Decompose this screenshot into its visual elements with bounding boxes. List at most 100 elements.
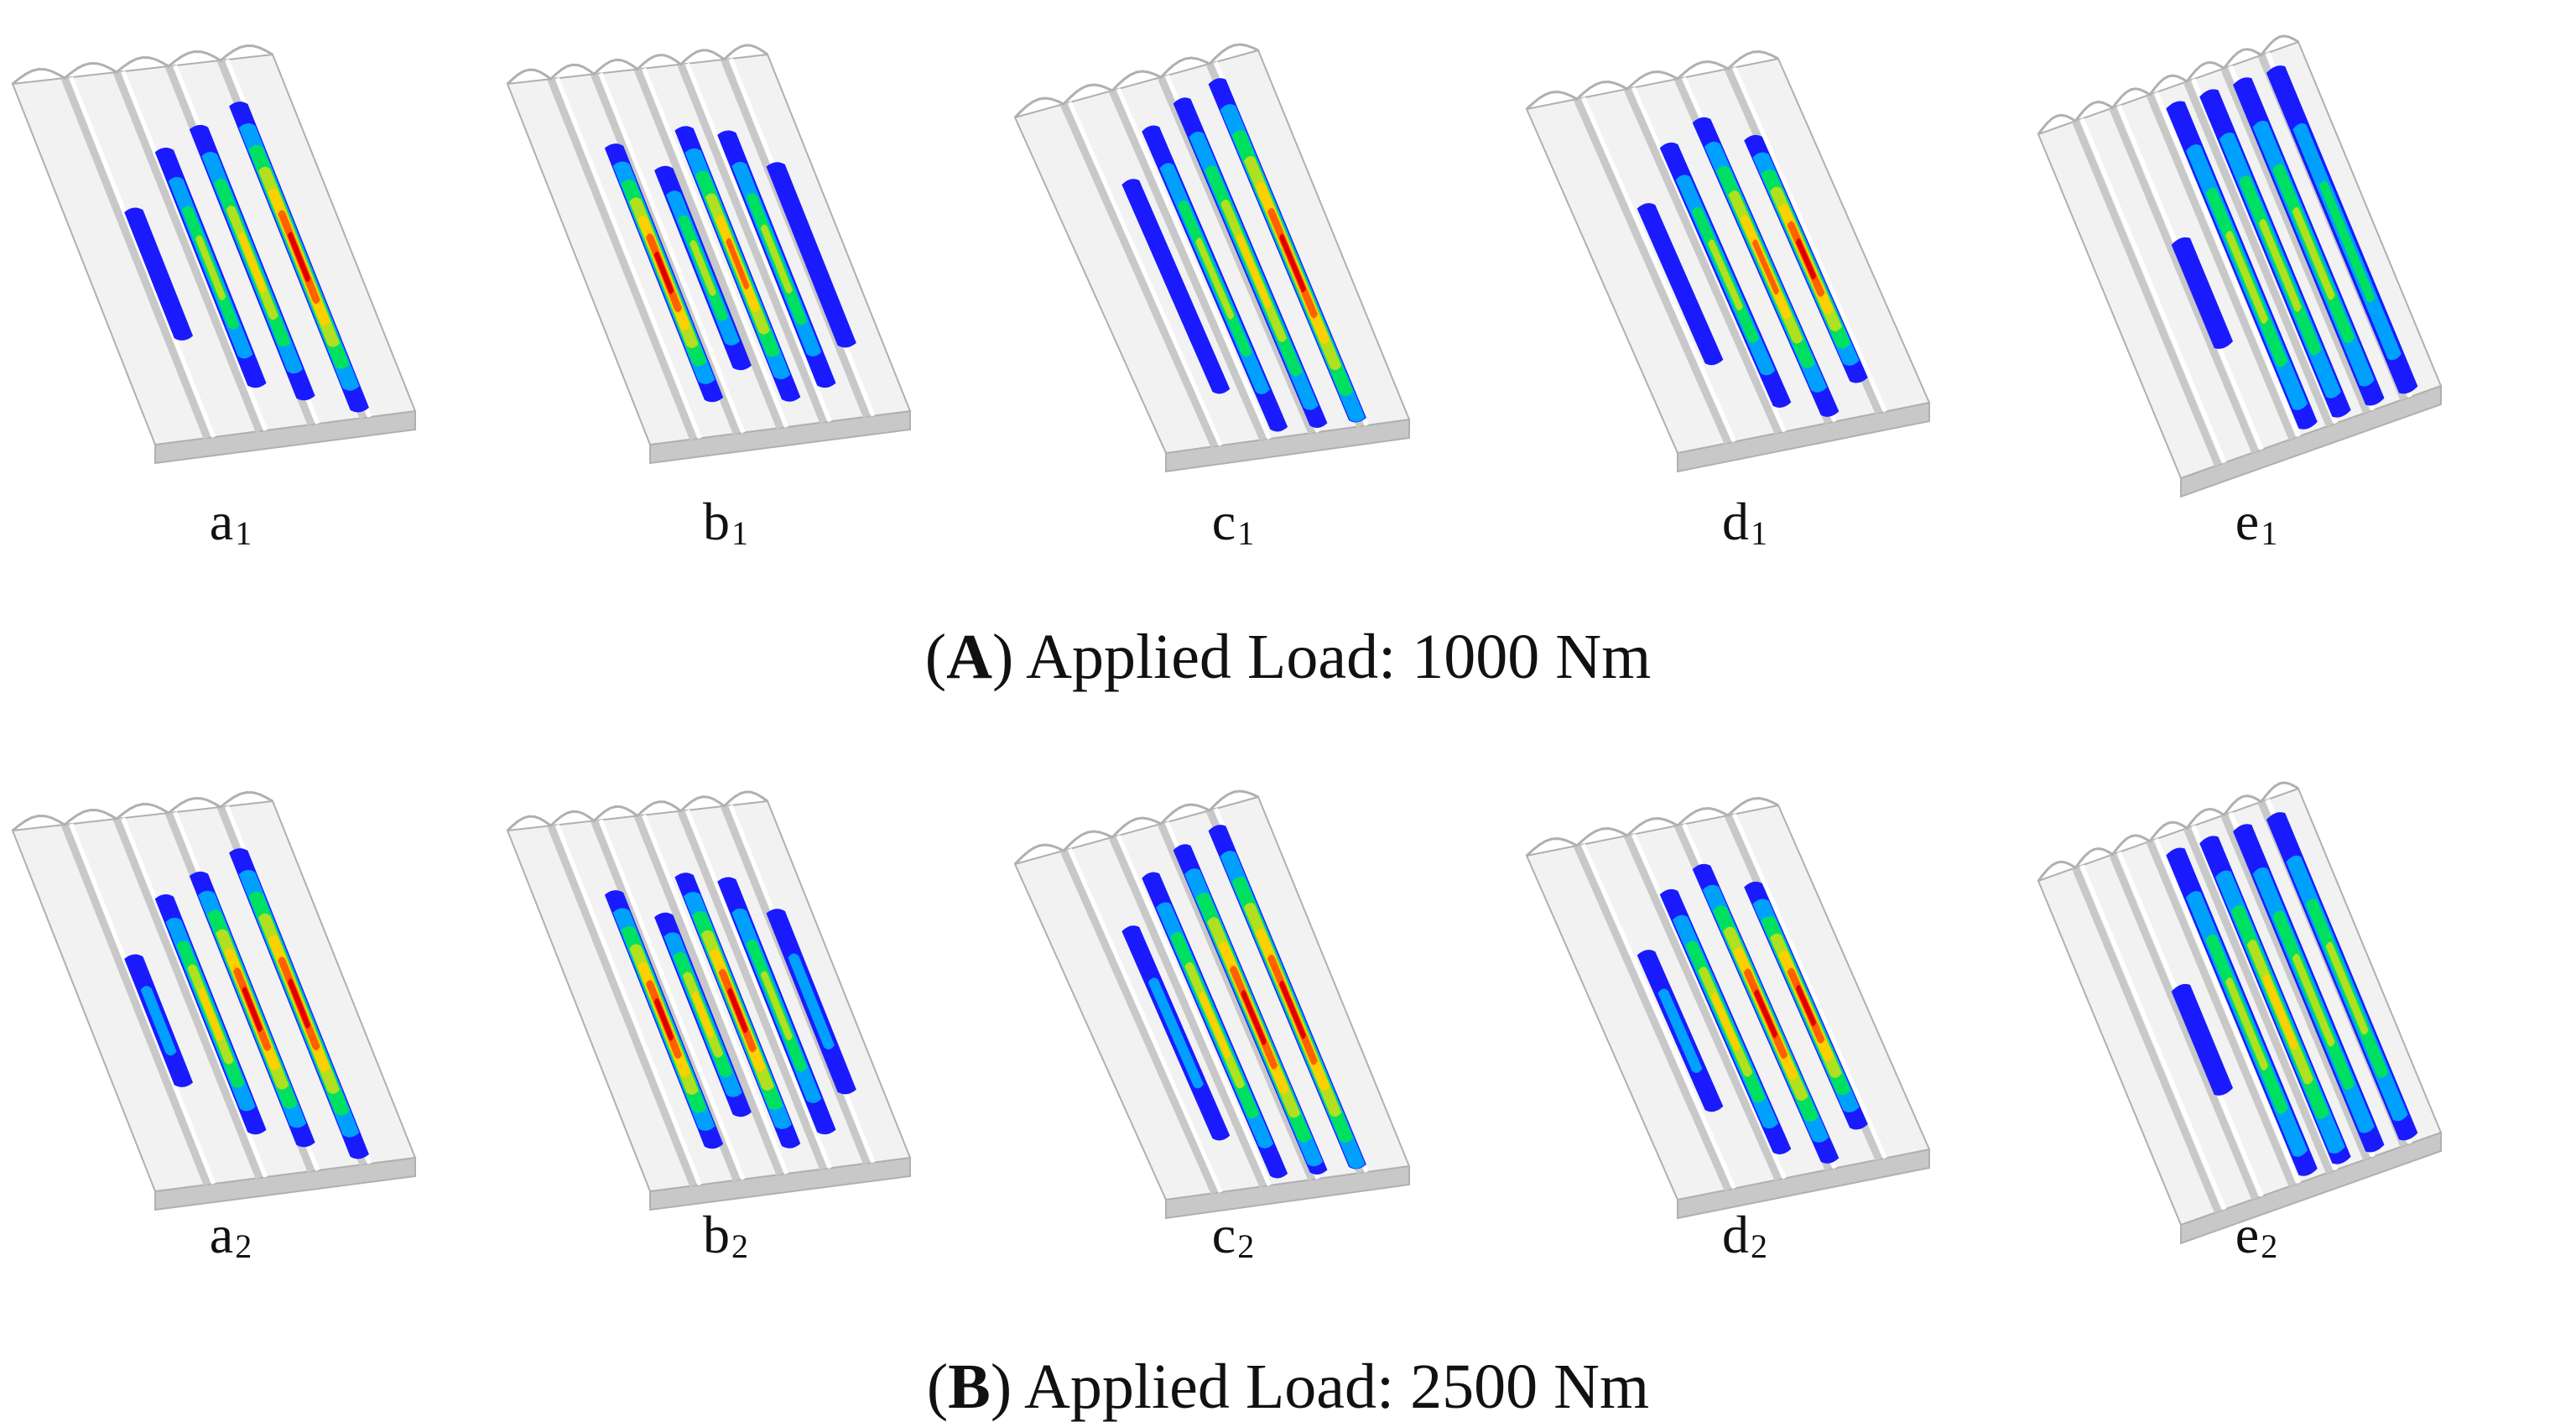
- panel-label-d1: d1: [1644, 495, 1845, 550]
- panel-subscript: 2: [2261, 1227, 2278, 1265]
- caption-text: Applied Load: 1000 Nm: [1013, 622, 1652, 692]
- rib-shadow: [112, 817, 263, 1180]
- tooth-profile-edge: [1525, 797, 1779, 857]
- contact-stress-contour: [1236, 233, 1272, 309]
- rib-shadow: [1108, 89, 1267, 441]
- rib-shadow: [547, 77, 697, 440]
- tooth-profile-edge: [506, 790, 768, 832]
- rib-shadow: [2220, 66, 2370, 414]
- rib-highlight: [2079, 864, 2227, 1211]
- rib-highlight: [685, 62, 832, 423]
- contact-stress-contour: [2262, 974, 2298, 1050]
- contact-stress-contour: [1241, 989, 1267, 1045]
- rib-shadow: [1059, 849, 1219, 1195]
- caption-close: ): [990, 1352, 1012, 1422]
- spline-surface: [1525, 57, 1931, 455]
- contact-stress-contour: [1637, 203, 1724, 366]
- spline-surface: [11, 800, 417, 1193]
- rib-shadow: [60, 76, 211, 440]
- contact-stress-contour: [691, 991, 715, 1039]
- panel-subscript: 1: [731, 514, 748, 552]
- contact-stress-contour: [195, 235, 226, 300]
- contact-stress-contour: [2292, 206, 2335, 300]
- panel-c2-model: [1013, 789, 1411, 1220]
- rib-shadow: [1157, 76, 1316, 435]
- panel-a2-model: [11, 790, 417, 1211]
- rib-shadow: [2183, 80, 2334, 427]
- contact-stress-contour: [1710, 992, 1741, 1051]
- panel-label-a2: a2: [130, 1208, 331, 1263]
- rib-shadow: [60, 823, 211, 1186]
- rib-highlight: [598, 819, 746, 1180]
- contact-stress-contour: [124, 207, 194, 341]
- contact-stress-contour: [760, 224, 793, 294]
- contact-stress-contour: [1751, 239, 1780, 295]
- panel-subscript: 1: [235, 514, 252, 552]
- rib-highlight: [598, 72, 746, 434]
- contact-stress-contour: [2318, 180, 2376, 303]
- panel-letter: b: [703, 492, 730, 551]
- contact-stress-contour: [653, 997, 674, 1041]
- contact-stress-contour: [726, 237, 750, 290]
- panel-d1-model: [1525, 50, 1931, 473]
- contact-stress-contour: [1199, 992, 1231, 1059]
- panel-e1-model: [2037, 34, 2443, 498]
- contact-stress-contour: [760, 971, 793, 1041]
- contact-stress-contour: [287, 232, 311, 283]
- rib-shadow: [633, 814, 784, 1176]
- panel-subscript: 1: [1751, 514, 1767, 552]
- contact-stress-contour: [1795, 985, 1817, 1027]
- contact-stress-contour: [140, 986, 177, 1056]
- caption-row-B: (B) Applied Load: 2500 Nm: [0, 1355, 2576, 1419]
- tooth-profile-edge: [1013, 43, 1259, 119]
- contact-stress-contour: [198, 987, 223, 1041]
- rib-shadow: [1157, 822, 1316, 1181]
- contact-stress-contour: [788, 953, 835, 1050]
- tooth-profile-edge: [2037, 781, 2299, 882]
- tooth-profile-edge: [12, 44, 273, 86]
- rib-shadow: [547, 824, 697, 1187]
- contact-stress-contour: [2258, 218, 2302, 312]
- panel-letter: d: [1722, 492, 1749, 551]
- contact-stress-contour: [1147, 977, 1204, 1089]
- contact-stress-contour: [1795, 238, 1817, 280]
- rib-highlight: [642, 67, 789, 428]
- rib-shadow: [2146, 840, 2297, 1187]
- caption-text: Applied Load: 2500 Nm: [1012, 1352, 1650, 1422]
- panel-subscript: 1: [2261, 514, 2278, 552]
- spline-surface: [11, 53, 417, 446]
- rib-shadow: [1108, 836, 1267, 1188]
- rib-shadow: [1059, 102, 1219, 448]
- rib-highlight: [1067, 847, 1223, 1194]
- rib-shadow: [112, 70, 263, 433]
- rib-highlight: [1067, 101, 1223, 447]
- rib-highlight: [1581, 96, 1736, 443]
- rib-shadow: [677, 810, 827, 1170]
- caption-open: (: [924, 622, 947, 692]
- rib-shadow: [1573, 844, 1732, 1191]
- rib-shadow: [2072, 866, 2222, 1214]
- contact-stress-contour: [2292, 953, 2335, 1047]
- spline-surface: [1525, 804, 1931, 1201]
- panel-letter: b: [703, 1205, 730, 1264]
- panel-letter: e: [2235, 1205, 2260, 1264]
- panel-subscript: 2: [1751, 1227, 1767, 1265]
- contact-stress-contour: [690, 240, 716, 296]
- contact-stress-contour: [287, 978, 311, 1029]
- contact-stress-contour: [2225, 231, 2268, 324]
- contact-stress-contour: [1708, 239, 1743, 311]
- rib-highlight: [555, 824, 702, 1186]
- panel-label-c1: c1: [1132, 495, 1334, 550]
- rib-highlight: [642, 814, 789, 1175]
- contact-stress-contour: [727, 987, 748, 1034]
- rib-shadow: [2146, 93, 2297, 440]
- panel-label-c2: c2: [1132, 1208, 1334, 1263]
- panel-label-e2: e2: [2156, 1208, 2357, 1263]
- tooth-profile-edge: [1013, 789, 1259, 866]
- panel-b1-model: [506, 44, 912, 465]
- rib-shadow: [2183, 826, 2334, 1174]
- panel-letter: e: [2235, 492, 2260, 551]
- panel-label-d2: d2: [1644, 1208, 1845, 1263]
- panel-letter: d: [1722, 1205, 1749, 1264]
- rib-shadow: [633, 67, 784, 430]
